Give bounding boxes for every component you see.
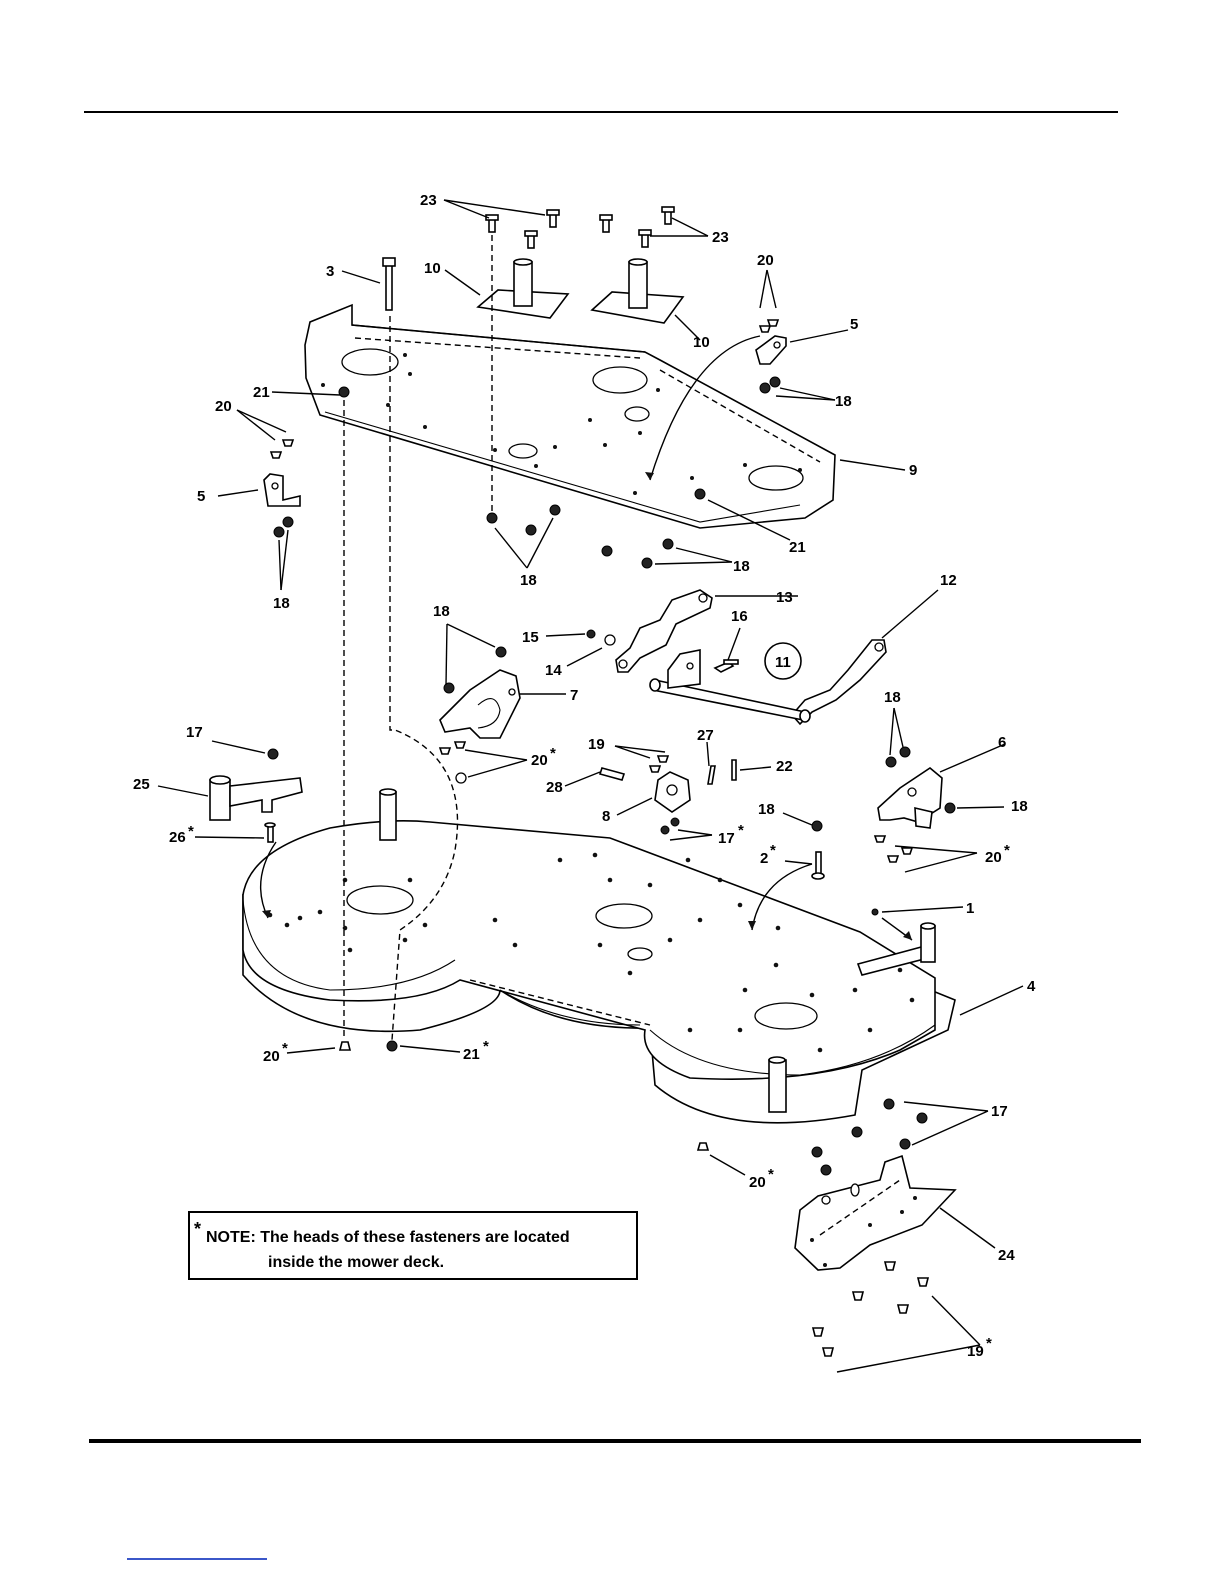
deck-post-left xyxy=(380,789,396,840)
callout-19: 19 xyxy=(588,736,605,753)
callout-18: 18 xyxy=(520,572,537,589)
pivot-pin xyxy=(383,258,395,310)
callout-17: 17 xyxy=(718,830,735,847)
callout-4: 4 xyxy=(1027,978,1036,995)
callout-23: 23 xyxy=(712,229,729,246)
footer-link-underline[interactable] xyxy=(127,1558,267,1560)
callout-6: 6 xyxy=(998,734,1006,751)
callout-7: 7 xyxy=(570,687,578,704)
callout-24: 24 xyxy=(998,1247,1015,1264)
callout-15: 15 xyxy=(522,629,539,646)
callout-26: 26 xyxy=(169,829,186,846)
callout-16: 16 xyxy=(731,608,748,625)
callout-18: 18 xyxy=(1011,798,1028,815)
asterisk: * xyxy=(768,1166,774,1183)
callout-20: 20 xyxy=(749,1174,766,1191)
bracket-right xyxy=(756,336,786,364)
callout-2: 2 xyxy=(760,850,768,867)
asterisk: * xyxy=(738,822,744,839)
callout-18: 18 xyxy=(884,689,901,706)
spindle-mount-right xyxy=(592,259,683,323)
asterisk: * xyxy=(1004,842,1010,859)
footer-rule xyxy=(89,1439,1141,1443)
callout-12: 12 xyxy=(940,572,957,589)
asterisk: * xyxy=(188,823,194,840)
note-line-2: inside the mower deck. xyxy=(268,1254,444,1272)
callout-14: 14 xyxy=(545,662,562,679)
callout-17: 17 xyxy=(186,724,203,741)
callout-10: 10 xyxy=(424,260,441,277)
callout-21: 21 xyxy=(789,539,806,556)
callout-18: 18 xyxy=(433,603,450,620)
bracket-8 xyxy=(655,772,690,812)
callout-25: 25 xyxy=(133,776,150,793)
asterisk: * xyxy=(986,1335,992,1352)
upper-deck-plate xyxy=(305,305,835,528)
callout-17: 17 xyxy=(991,1103,1008,1120)
callout-9: 9 xyxy=(909,462,917,479)
callout-18: 18 xyxy=(273,595,290,612)
bracket-7 xyxy=(440,670,520,738)
deck-post-right xyxy=(769,1057,786,1112)
callout-3: 3 xyxy=(326,263,334,280)
callout-10: 10 xyxy=(693,334,710,351)
callout-13: 13 xyxy=(776,589,793,606)
callout-27: 27 xyxy=(697,727,714,744)
callout-19: 19 xyxy=(967,1343,984,1360)
callout-18: 18 xyxy=(733,558,750,575)
callout-11: 11 xyxy=(775,654,791,671)
callout-21: 21 xyxy=(253,384,270,401)
callout-20: 20 xyxy=(263,1048,280,1065)
bracket-6 xyxy=(878,768,942,828)
callout-23: 23 xyxy=(420,192,437,209)
callout-1: 1 xyxy=(966,900,974,917)
note-asterisk: * xyxy=(194,1219,201,1240)
asterisk: * xyxy=(550,745,556,762)
bracket-24 xyxy=(795,1156,955,1270)
carriage-bolts xyxy=(486,207,674,248)
callout-18: 18 xyxy=(835,393,852,410)
callout-5: 5 xyxy=(197,488,205,505)
callout-20: 20 xyxy=(531,752,548,769)
fastener-note-box: * NOTE: The heads of these fasteners are… xyxy=(188,1211,638,1280)
bracket-left xyxy=(264,474,300,506)
asterisk: * xyxy=(282,1040,288,1057)
mount-25 xyxy=(210,776,302,820)
asterisk: * xyxy=(770,842,776,859)
note-line-1: NOTE: The heads of these fasteners are l… xyxy=(206,1229,570,1247)
callout-22: 22 xyxy=(776,758,793,775)
callout-5: 5 xyxy=(850,316,858,333)
callout-28: 28 xyxy=(546,779,563,796)
callout-20: 20 xyxy=(985,849,1002,866)
callout-18: 18 xyxy=(758,801,775,818)
mower-deck-housing xyxy=(243,821,955,1123)
callout-8: 8 xyxy=(602,808,610,825)
callout-21: 21 xyxy=(463,1046,480,1063)
callout-20: 20 xyxy=(215,398,232,415)
asterisk: * xyxy=(483,1038,489,1055)
callout-20: 20 xyxy=(757,252,774,269)
